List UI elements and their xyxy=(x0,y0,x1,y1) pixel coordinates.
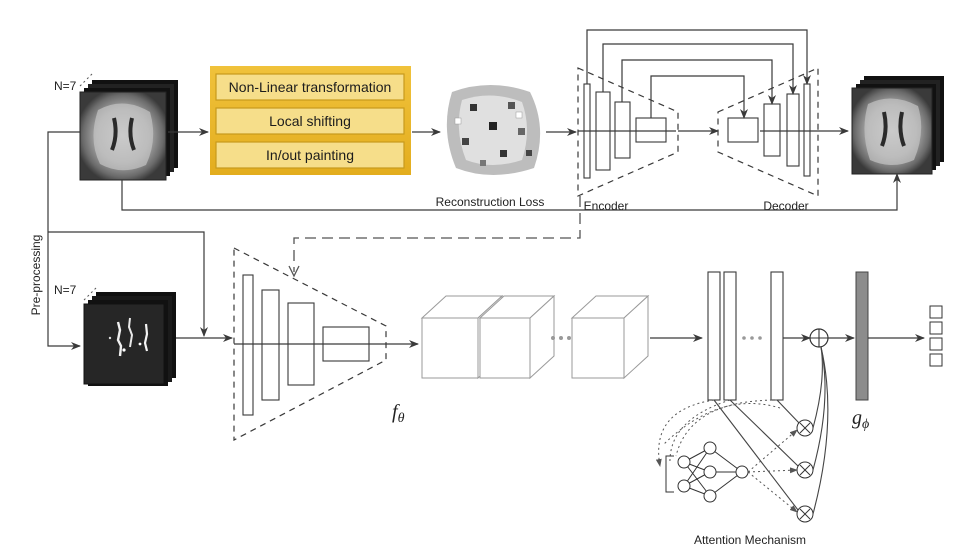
skip-connections xyxy=(586,29,811,119)
feature-cube xyxy=(478,294,556,380)
attention-network xyxy=(665,441,749,503)
encoder-label: Encoder xyxy=(584,199,629,213)
preprocessing-label: Pre-processing xyxy=(29,235,43,316)
multiply-node xyxy=(796,419,814,437)
classifier-head-label: gϕ xyxy=(852,407,869,432)
fc-layers xyxy=(707,271,784,401)
feature-cube xyxy=(570,294,650,380)
classifier-head-bar xyxy=(855,271,869,401)
augmentation-panel: Non-Linear transformation Local shifting… xyxy=(210,66,411,175)
mask-count-label: N=7 xyxy=(54,283,77,297)
encoder-block xyxy=(577,67,679,197)
output-classes xyxy=(929,305,943,367)
decoder-label: Decoder xyxy=(763,199,808,213)
augmentation-item-nonlinear: Non-Linear transformation xyxy=(215,73,405,101)
feature-cubes xyxy=(420,294,650,380)
weight-transfer-arrowhead xyxy=(288,265,300,278)
sum-node xyxy=(809,328,829,348)
decoder-block xyxy=(717,67,819,197)
reconstructed-output-stack xyxy=(851,76,944,175)
svg-text:In/out painting: In/out painting xyxy=(266,147,354,163)
attention-label: Attention Mechanism xyxy=(694,533,806,547)
flair-input-stack xyxy=(79,80,178,181)
preprocessing-arrow xyxy=(47,131,81,350)
weight-transfer-line xyxy=(293,196,581,272)
augmentation-item-local-shifting: Local shifting xyxy=(215,107,405,135)
flair-count-label: N=7 xyxy=(54,79,77,93)
augmentation-item-inout-painting: In/out painting xyxy=(215,141,405,169)
reconstruction-loss-line xyxy=(121,173,901,211)
feature-extractor xyxy=(233,247,387,441)
multiply-node xyxy=(796,461,814,479)
ellipsis-dots xyxy=(551,336,571,340)
flair-to-classifier-arrow xyxy=(48,231,208,337)
feature-extractor-label: fθ xyxy=(392,401,405,426)
reconstruction-loss-label: Reconstruction Loss xyxy=(436,195,545,209)
svg-text:Non-Linear transformation: Non-Linear transformation xyxy=(229,79,392,95)
multiply-node xyxy=(796,505,814,523)
svg-text:Local shifting: Local shifting xyxy=(269,113,351,129)
attention-mechanism xyxy=(655,346,829,523)
corrupted-image xyxy=(446,85,541,175)
lesion-mask-stack xyxy=(83,292,176,386)
